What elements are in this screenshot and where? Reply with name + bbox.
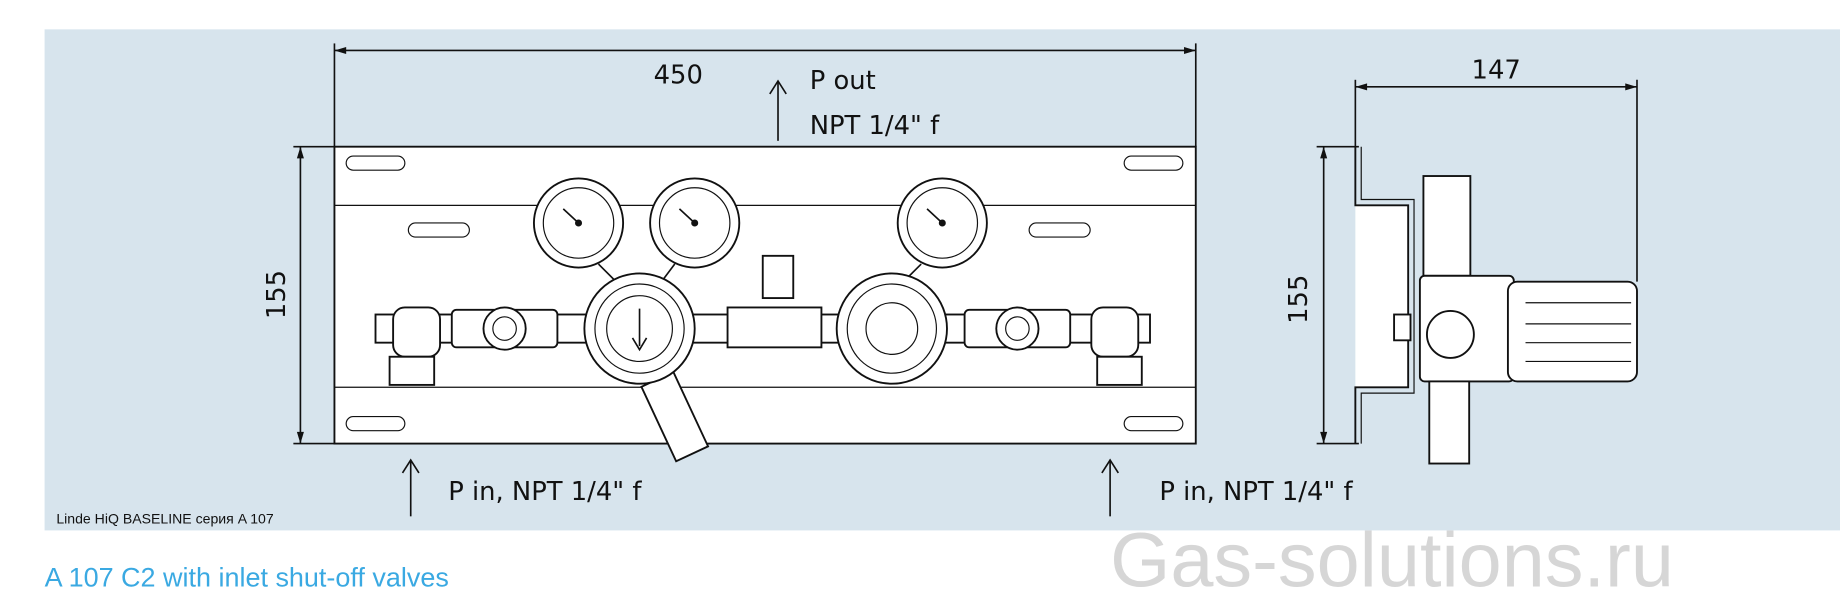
caption: A 107 C2 with inlet shut-off valves bbox=[45, 563, 449, 593]
side-height-dimension: 155 bbox=[1284, 145, 1359, 445]
inlet-arrow-icon bbox=[401, 458, 420, 517]
inlet-valve-right bbox=[963, 306, 1072, 351]
front-height-text: 155 bbox=[262, 270, 292, 319]
series-label: Linde HiQ BASELINE серия A 107 bbox=[56, 510, 274, 526]
inlet-arrow-icon bbox=[1101, 458, 1120, 517]
outlet-arrow-icon bbox=[769, 79, 787, 141]
pressure-gauge bbox=[532, 177, 625, 269]
watermark: Gas-solutions.ru bbox=[1110, 518, 1674, 604]
side-height-text: 155 bbox=[1284, 275, 1314, 324]
side-view bbox=[1354, 146, 1638, 465]
inlet-valve-left bbox=[450, 306, 559, 351]
inlet-left-label: P in, NPT 1/4" f bbox=[448, 477, 642, 507]
depth-dim-text: 147 bbox=[1472, 56, 1521, 86]
pressure-gauge bbox=[649, 177, 741, 269]
front-height-dimension: 155 bbox=[262, 145, 335, 445]
depth-dimension: 147 bbox=[1354, 56, 1638, 282]
outlet-label: P out bbox=[810, 66, 876, 96]
regulator-right bbox=[835, 263, 948, 385]
width-dim-text: 450 bbox=[654, 60, 703, 90]
outlet-thread: NPT 1/4" f bbox=[810, 111, 940, 141]
inlet-right-label: P in, NPT 1/4" f bbox=[1159, 477, 1353, 507]
width-dimension: 450 bbox=[333, 43, 1197, 147]
pressure-gauge bbox=[896, 177, 988, 269]
regulator-left bbox=[583, 263, 696, 385]
